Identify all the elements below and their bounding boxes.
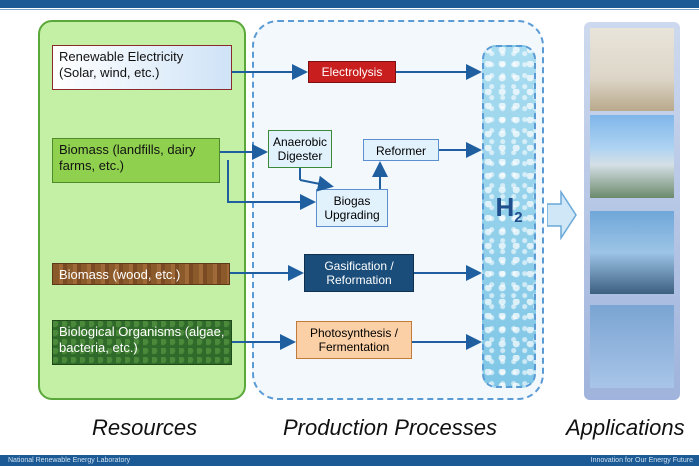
renewable-electricity-box: Renewable Electricity (Solar, wind, etc.…	[52, 45, 232, 90]
fueling-station-image	[590, 28, 674, 111]
gasification-box: Gasification / Reformation	[304, 254, 414, 292]
hydrogen-column	[482, 45, 536, 388]
footer-organization: National Renewable Energy Laboratory	[8, 457, 131, 464]
biological-organisms-box: Biological Organisms (algae, bacteria, e…	[52, 320, 232, 365]
hydrogen-symbol: H	[495, 192, 515, 222]
hydrogen-label: H2	[482, 192, 536, 226]
hydrogen-subscript: 2	[514, 209, 523, 227]
arrow-to-biogas	[299, 175, 334, 192]
electrolysis-box: Electrolysis	[308, 61, 396, 83]
city-skyline-image	[590, 211, 674, 294]
anaerobic-digester-box: Anaerobic Digester	[268, 130, 332, 168]
top-banner-rule	[0, 9, 699, 10]
resources-label: Resources	[92, 415, 198, 440]
production-processes-label: Production Processes	[283, 415, 497, 440]
reformer-box: Reformer	[363, 139, 439, 161]
top-banner	[0, 0, 699, 8]
vehicle-image	[590, 115, 674, 198]
applications-arrow	[547, 190, 577, 240]
power-lines-image	[590, 305, 674, 388]
footer-tagline: Innovation for Our Energy Future	[590, 457, 693, 464]
applications-label: Applications	[566, 415, 685, 440]
biogas-upgrading-box: Biogas Upgrading	[316, 189, 388, 227]
biomass-landfill-box: Biomass (landfills, dairy farms, etc.)	[52, 138, 220, 183]
footer-bar: National Renewable Energy Laboratory Inn…	[0, 455, 699, 466]
photosynthesis-box: Photosynthesis / Fermentation	[296, 321, 412, 359]
biomass-wood-box: Biomass (wood, etc.)	[52, 263, 230, 285]
arrow-biomass-biogas	[227, 160, 316, 210]
